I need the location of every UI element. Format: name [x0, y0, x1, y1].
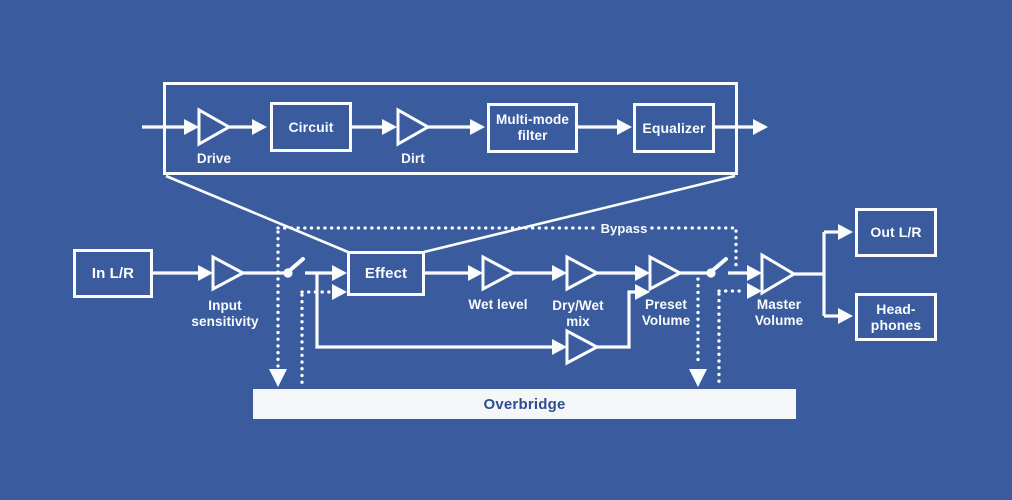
input-sensitivity-label: Input sensitivity — [191, 298, 259, 329]
dirt-label: Dirt — [401, 151, 425, 166]
main-chain-arrowheads — [198, 224, 853, 355]
overbridge-bar: Overbridge — [253, 389, 796, 419]
detail-zoom-funnel-lines — [165, 174, 736, 254]
wet-level-amp-triangle — [481, 254, 517, 292]
in-lr-box: In L/R — [73, 249, 153, 298]
input-bypass-switch — [283, 257, 305, 278]
master-volume-label: Master Volume — [754, 297, 804, 328]
dry-level-amp-triangle — [565, 328, 601, 366]
master-volume-amp-triangle — [760, 252, 797, 296]
input-sensitivity-amp-triangle — [211, 254, 247, 292]
dirt-amp-triangle — [396, 107, 432, 147]
overbridge-label: Overbridge — [483, 395, 566, 413]
bypass-label: Bypass — [600, 221, 648, 236]
out-lr-box: Out L/R — [855, 208, 937, 257]
preset-volume-amp-triangle — [648, 254, 684, 292]
dry-wet-mix-amp-triangle — [565, 254, 601, 292]
drive-amp-triangle — [197, 107, 233, 147]
preset-volume-label: Preset Volume — [641, 297, 691, 328]
dry-wet-mix-label: Dry/Wet mix — [552, 298, 604, 329]
multi-mode-filter-box: Multi-mode filter — [487, 103, 578, 153]
bypass-dotted-line — [276, 226, 738, 268]
drive-label: Drive — [196, 151, 232, 166]
overbridge-dotted-arrowheads — [269, 283, 762, 387]
circuit-box: Circuit — [270, 102, 352, 152]
output-bypass-switch — [706, 257, 728, 278]
detail-chain-arrowheads — [184, 119, 768, 135]
main-chain-wires — [153, 230, 840, 349]
effect-box: Effect — [347, 251, 425, 296]
effect-detail-outline-box — [163, 82, 738, 175]
headphones-box: Head- phones — [855, 293, 937, 341]
equalizer-box: Equalizer — [633, 103, 715, 153]
overbridge-dotted-lines — [276, 230, 746, 388]
wet-level-label: Wet level — [468, 297, 528, 312]
